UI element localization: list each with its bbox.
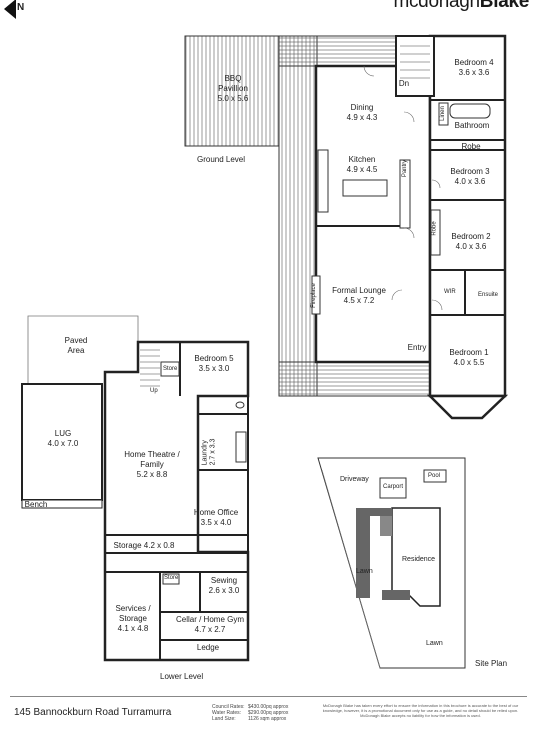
fireplace-label: Fireplace — [310, 283, 317, 308]
store-label: Store — [163, 366, 178, 372]
stairs-up-label: Up — [150, 388, 158, 394]
rates-block: Council Rates:$430.00pq approx Water Rat… — [212, 704, 289, 722]
pantry-label: Pantry — [402, 159, 409, 178]
linen-label: Linen — [439, 106, 446, 121]
bathroom-label: Bathroom — [454, 121, 490, 130]
store-2-label: Store — [164, 575, 179, 581]
stairs-down-label: Dn — [398, 79, 410, 88]
footer: 145 Bannockburn Road Turramurra Council … — [0, 690, 537, 731]
site-plan-label: Site Plan — [475, 659, 508, 668]
residence-label: Residence — [402, 556, 436, 563]
carport-label: Carport — [383, 484, 404, 490]
lower-level-label: Lower Level — [160, 672, 204, 681]
lawn-2-label: Lawn — [426, 640, 443, 647]
footer-divider — [10, 696, 527, 697]
north-arrow-icon — [4, 0, 16, 19]
ground-level-label: Ground Level — [197, 155, 246, 164]
storage-label: Storage 4.2 x 0.8 — [113, 541, 175, 550]
disclaimer-text: McDonagh Blake has taken every effort to… — [322, 703, 519, 718]
paved-area-label: Paved Area — [64, 336, 88, 355]
lawn-1-label: Lawn — [356, 568, 373, 575]
pool-label: Pool — [428, 473, 441, 479]
driveway-label: Driveway — [340, 476, 369, 483]
north-label: N — [17, 2, 25, 13]
wir-label: WIR — [444, 289, 456, 295]
lower-level-plan — [21, 315, 250, 662]
ledge-label: Ledge — [196, 643, 220, 652]
brand-name: Blake — [479, 0, 530, 12]
brand-prefix: mcdonagh — [393, 0, 480, 12]
ground-level-plan — [184, 34, 509, 420]
site-plan — [317, 457, 466, 669]
property-address: 145 Bannockburn Road Turramurra — [14, 707, 172, 718]
entry-label: Entry — [407, 343, 427, 352]
bench-label: Bench — [24, 500, 48, 509]
brand-logo: mcdonaghBlake — [393, 0, 529, 13]
ensuite-label: Ensuite — [478, 292, 499, 298]
robe-label: Robe — [461, 142, 481, 151]
robe-2-label: Robe — [431, 221, 438, 236]
